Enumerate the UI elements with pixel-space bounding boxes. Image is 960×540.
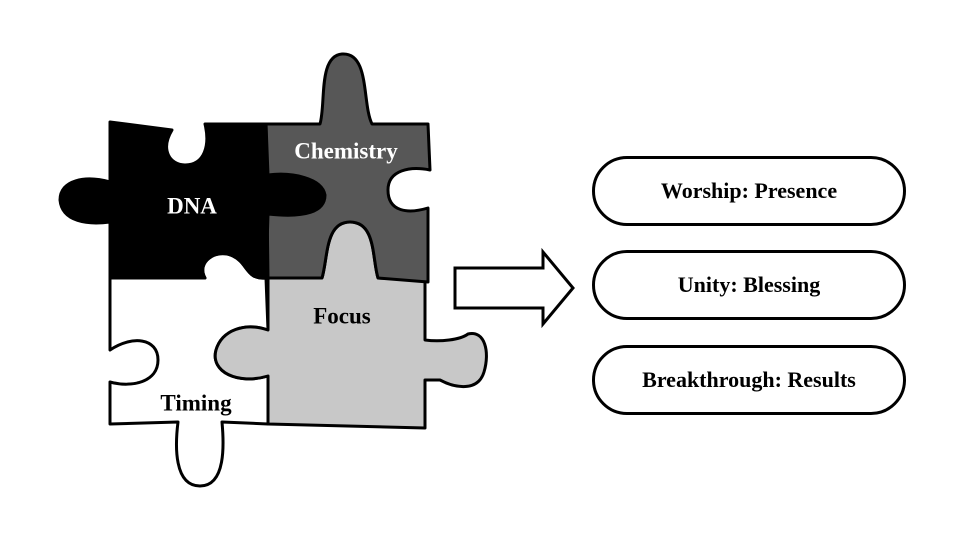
puzzle-piece-dna bbox=[58, 120, 327, 280]
puzzle-piece-chemistry bbox=[264, 52, 432, 284]
outcome-breakthrough-results: Breakthrough: Results bbox=[592, 345, 906, 415]
label-dna: DNA bbox=[167, 193, 217, 218]
outcome-label: Breakthrough: Results bbox=[642, 367, 856, 392]
label-chemistry: Chemistry bbox=[294, 138, 398, 163]
outcome-label: Unity: Blessing bbox=[677, 272, 821, 297]
outcome-unity-blessing: Unity: Blessing bbox=[592, 250, 906, 320]
outcome-label: Worship: Presence bbox=[660, 178, 838, 203]
label-timing: Timing bbox=[160, 390, 232, 415]
label-focus: Focus bbox=[313, 303, 371, 328]
right-arrow-icon bbox=[453, 247, 575, 329]
outcome-worship-presence: Worship: Presence bbox=[592, 156, 906, 226]
